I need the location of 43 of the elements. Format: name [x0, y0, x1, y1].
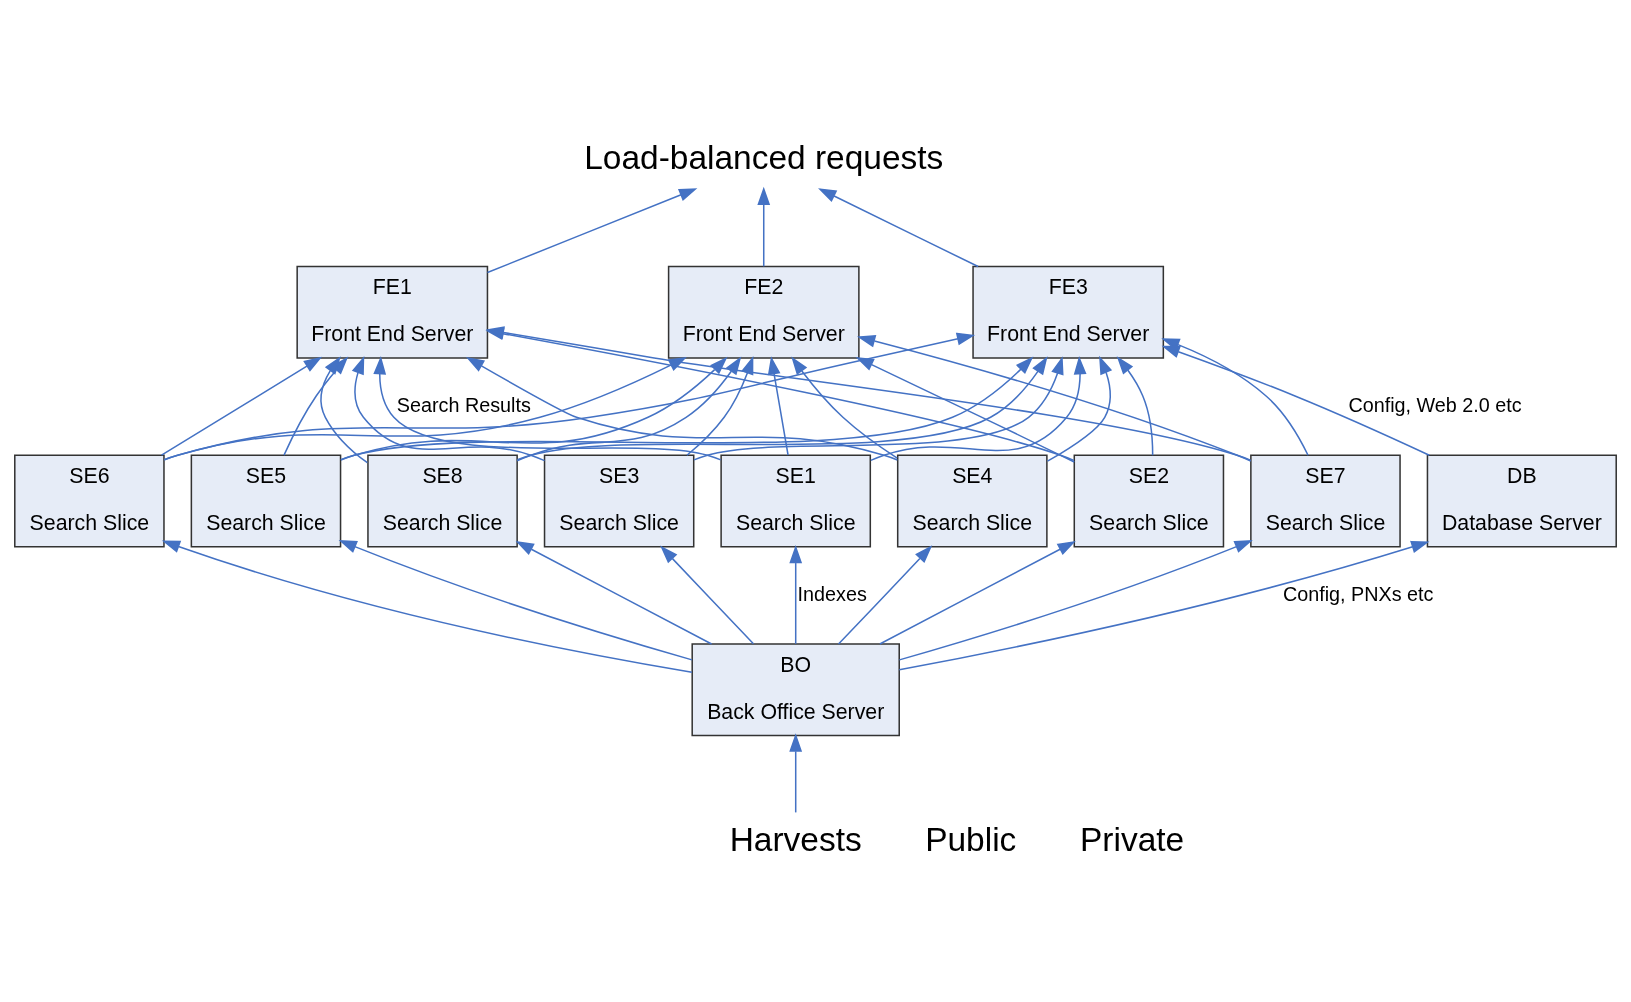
arrow	[163, 332, 976, 461]
node-box: BO Back Office Server	[691, 643, 900, 737]
arrow	[818, 188, 979, 268]
arrow	[1161, 345, 1431, 456]
arrow	[767, 356, 789, 456]
edge-label: Config, PNXs etc	[1282, 582, 1434, 605]
node-box: DB Database Server	[1426, 454, 1617, 548]
node-box: SE1 Search Slice	[720, 454, 872, 548]
arrow	[791, 356, 898, 459]
node-box: SE5 Search Slice	[190, 454, 342, 548]
node-box: SE7 Search Slice	[1250, 454, 1401, 548]
arrow	[898, 540, 1430, 671]
arrow	[789, 733, 803, 814]
arrow	[1116, 356, 1154, 456]
arrow	[1046, 355, 1113, 462]
arrow	[879, 540, 1076, 645]
arrow	[486, 188, 698, 274]
arrow	[161, 540, 693, 673]
arrow	[789, 545, 803, 645]
arrow	[351, 355, 546, 462]
node-box: SE6 Search Slice	[14, 454, 165, 548]
arrow	[898, 540, 1253, 661]
arrow	[515, 540, 713, 645]
edge-label: Search Results	[396, 393, 531, 416]
node-box: SE2 Search Slice	[1073, 454, 1225, 548]
node-box: SE4 Search Slice	[896, 454, 1048, 548]
arrow	[338, 540, 693, 661]
arrow	[160, 356, 323, 456]
label: Private	[1080, 820, 1185, 858]
arrow	[857, 334, 1252, 462]
node-text: Harvests	[729, 820, 862, 858]
arrow	[837, 545, 933, 645]
node-box: FE1 Front End Server	[296, 265, 489, 359]
arrow	[660, 545, 755, 645]
node-box: FE3 Front End Server	[972, 265, 1165, 359]
node-box: SE8 Search Slice	[367, 454, 518, 548]
edge-label: Indexes	[797, 582, 867, 605]
edge-label: Config, Web 2.0 etc	[1348, 393, 1522, 416]
node-box: FE2 Front End Server	[667, 265, 860, 359]
node-box: SE3 Search Slice	[543, 454, 695, 548]
label: Public	[925, 820, 1017, 858]
node-text: Load-balanced requests	[584, 138, 944, 176]
arrow	[757, 186, 771, 268]
